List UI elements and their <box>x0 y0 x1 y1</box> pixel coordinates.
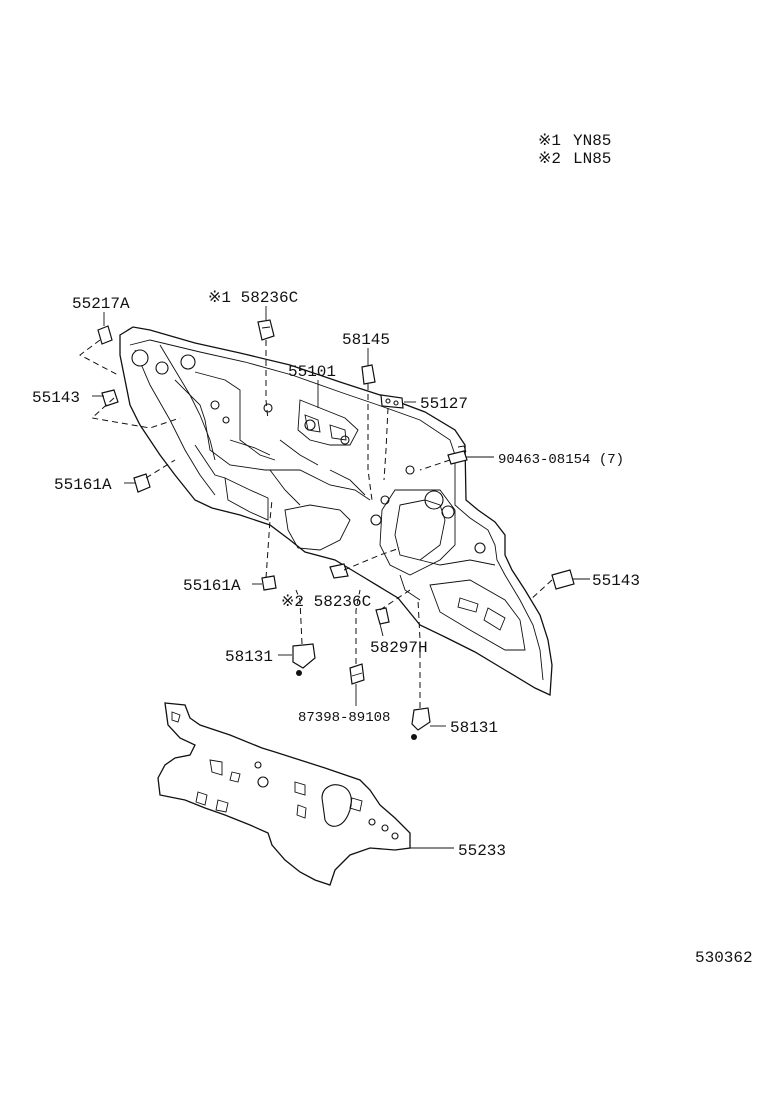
clip-58297H-icon <box>375 607 390 625</box>
assembly-dashed-lines <box>79 339 553 708</box>
clip-58145-icon <box>361 364 376 385</box>
bolt-90463-icon <box>447 445 468 465</box>
callout-55217A: 55217A <box>72 295 130 313</box>
callout-58131-right: 58131 <box>450 719 498 737</box>
leader-lines <box>92 306 590 849</box>
dash-panel-illustration <box>119 326 553 696</box>
legend-item-2-mark: ※2 <box>538 150 561 168</box>
clip-55161A-lower-icon <box>261 575 277 591</box>
callout-58236C-yn85: ※1 58236C <box>208 289 298 307</box>
clip-55161A-upper-icon <box>133 473 151 493</box>
clip-58236C-lower-icon <box>329 563 349 579</box>
grommet-58131-left-icon <box>292 643 316 676</box>
callout-58236C-ln85: ※2 58236C <box>281 593 371 611</box>
callout-55143-right: 55143 <box>592 572 640 590</box>
legend-item-1-model: YN85 <box>573 132 611 150</box>
callout-87398-89108: 87398-89108 <box>298 710 390 726</box>
callout-90463-08154: 90463-08154 (7) <box>498 452 624 468</box>
model-legend: ※1 YN85 ※2 LN85 <box>538 132 611 168</box>
legend-item-1-mark: ※1 <box>538 132 561 150</box>
clip-55143-right-icon <box>551 569 575 590</box>
bracket-87398-icon <box>349 663 365 685</box>
callout-55101: 55101 <box>288 363 336 381</box>
clip-58236C-upper-icon <box>257 319 275 341</box>
clip-55127-icon <box>380 394 404 409</box>
callout-55233: 55233 <box>458 842 506 860</box>
clip-55143-left-icon <box>101 389 119 407</box>
part-callouts: 55217A ※1 58236C 58145 55101 55127 55143… <box>32 289 640 860</box>
callout-58297H: 58297H <box>370 639 428 657</box>
callout-55127: 55127 <box>420 395 468 413</box>
callout-55143-left: 55143 <box>32 389 80 407</box>
legend-item-2-model: LN85 <box>573 150 611 168</box>
grommet-58131-right-icon <box>411 707 431 740</box>
clip-55217A-icon <box>97 325 113 345</box>
callout-58145: 58145 <box>342 331 390 349</box>
callout-58131-left: 58131 <box>225 648 273 666</box>
callout-55161A-lower: 55161A <box>183 577 241 595</box>
insulator-illustration <box>157 702 411 886</box>
diagram-id: 530362 <box>695 949 753 967</box>
callout-55161A-upper: 55161A <box>54 476 112 494</box>
